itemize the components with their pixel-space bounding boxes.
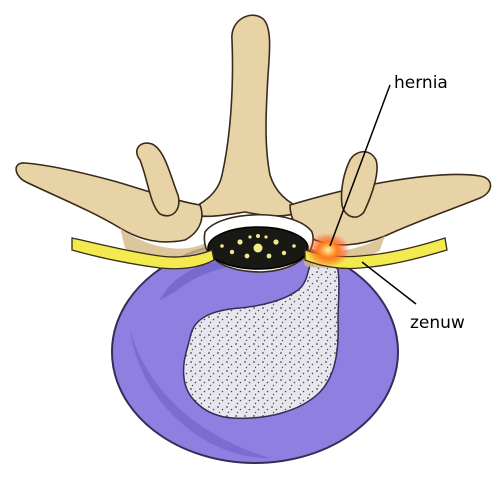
hernia-label: hernia [394, 73, 448, 93]
spinal-cord [208, 227, 308, 269]
hernia-glow [306, 233, 350, 267]
spinous-process [185, 15, 305, 216]
nerve-label: zenuw [410, 313, 465, 333]
